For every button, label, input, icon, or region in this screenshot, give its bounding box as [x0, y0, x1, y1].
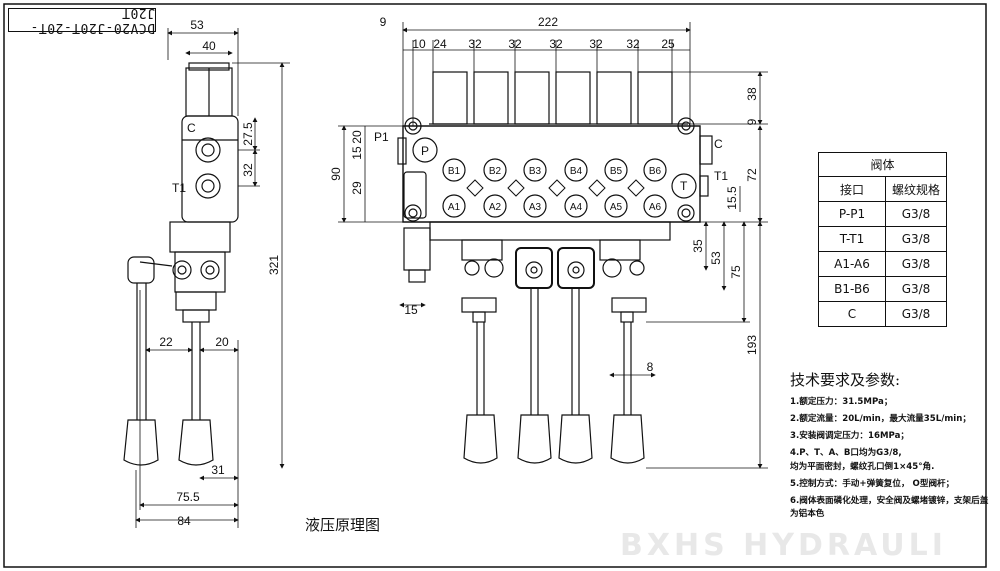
dim-side-1: 40 — [202, 39, 216, 53]
dim-front-3: 24 — [433, 37, 447, 51]
dim-front-8: 32 — [626, 37, 640, 51]
port-front-c: C — [714, 137, 723, 151]
spec-table-title: 阀体 — [818, 152, 947, 177]
technical-requirements: 技术要求及参数: 1.额定压力：31.5MPa； 2.额定流量：20L/min，… — [790, 369, 995, 525]
dim-front-10: 38 — [745, 87, 759, 101]
hydraulic-schematic-caption: 液压原理图 — [305, 516, 381, 534]
dim-front-19: 53 — [709, 251, 723, 265]
dim-side-4: 321 — [267, 255, 281, 275]
port-side-t1: T1 — [172, 181, 186, 195]
dim-front-9: 25 — [661, 37, 675, 51]
dim-front-18: 35 — [691, 239, 705, 253]
dim-side-3: 32 — [241, 163, 255, 177]
port-b1: B1 — [448, 166, 461, 177]
spec-port: C — [818, 301, 886, 327]
spec-thread: G3/8 — [885, 201, 947, 227]
dim-side-6: 20 — [215, 335, 229, 349]
tech-item: 1.额定压力：31.5MPa； — [790, 397, 893, 407]
dim-front-15: 15 — [350, 146, 364, 160]
port-t: T — [680, 179, 688, 193]
dim-front-23: 8 — [647, 360, 654, 374]
spec-port: T-T1 — [818, 226, 886, 252]
port-a3: A3 — [529, 202, 542, 213]
dim-front-14: 90 — [329, 167, 343, 181]
dim-front-21: 193 — [745, 335, 759, 355]
port-a1: A1 — [448, 202, 461, 213]
spec-thread: G3/8 — [885, 251, 947, 277]
dim-front-11: 9 — [745, 118, 759, 125]
dim-side-9: 84 — [177, 514, 191, 528]
spec-port: A1-A6 — [818, 251, 886, 277]
watermark: BXHS HYDRAULI — [620, 528, 947, 563]
dim-front-13: 15.5 — [725, 186, 739, 210]
tech-item: 5.控制方式：手动+弹簧复位， O型阀杆； — [790, 479, 955, 489]
spec-thread: G3/8 — [885, 226, 947, 252]
dim-front-6: 32 — [549, 37, 563, 51]
dim-side-8: 75.5 — [176, 490, 200, 504]
port-front-t1: T1 — [714, 169, 728, 183]
port-b6: B6 — [649, 166, 662, 177]
dim-front-17: 29 — [350, 181, 364, 195]
tech-item: 3.安装阀调定压力：16MPa； — [790, 431, 909, 441]
tech-heading: 技术要求及参数: — [790, 371, 901, 389]
dim-front-1: 222 — [538, 15, 558, 29]
dim-front-5: 32 — [508, 37, 522, 51]
port-b3: B3 — [529, 166, 542, 177]
dim-front-4: 32 — [468, 37, 482, 51]
dim-side-5: 22 — [159, 335, 173, 349]
tech-item: 均为平面密封，螺纹孔口倒1×45°角. — [790, 462, 935, 472]
port-b4: B4 — [570, 166, 583, 177]
spec-header-port: 接口 — [818, 176, 886, 202]
dim-side-2: 27.5 — [241, 122, 255, 146]
title-block: DCV20-J20T-20T-J20T — [8, 5, 156, 35]
dim-front-16: 20 — [350, 130, 364, 144]
dim-side-7: 31 — [211, 463, 225, 477]
port-b2: B2 — [489, 166, 502, 177]
spec-port: B1-B6 — [818, 276, 886, 302]
dim-front-0: 9 — [380, 15, 387, 29]
tech-item: 4.P、T、A、B口均为G3/8, — [790, 448, 902, 458]
port-side-c: C — [187, 121, 196, 135]
port-a2: A2 — [489, 202, 502, 213]
dim-front-22: 15 — [404, 303, 418, 317]
dim-side-0: 53 — [190, 18, 204, 32]
port-a4: A4 — [570, 202, 583, 213]
dim-front-2: 10 — [412, 37, 426, 51]
port-a5: A5 — [610, 202, 623, 213]
port-p1: P1 — [374, 130, 389, 144]
spec-header-thread: 螺纹规格 — [885, 176, 947, 202]
dim-front-20: 75 — [729, 265, 743, 279]
dim-front-7: 32 — [589, 37, 603, 51]
port-b5: B5 — [610, 166, 623, 177]
spec-thread: G3/8 — [885, 276, 947, 302]
side-view — [123, 62, 239, 466]
spec-port: P-P1 — [818, 201, 886, 227]
port-p: P — [421, 144, 429, 158]
port-a6: A6 — [649, 202, 662, 213]
dim-front-12: 72 — [745, 168, 759, 182]
tech-item: 2.额定流量：20L/min，最大流量35L/min； — [790, 414, 971, 424]
tech-item: 6.阀体表面磷化处理，安全阀及螺堵镀锌，支架后盖为铝本色 — [790, 496, 989, 519]
spec-thread: G3/8 — [885, 301, 947, 327]
front-view — [397, 71, 713, 464]
